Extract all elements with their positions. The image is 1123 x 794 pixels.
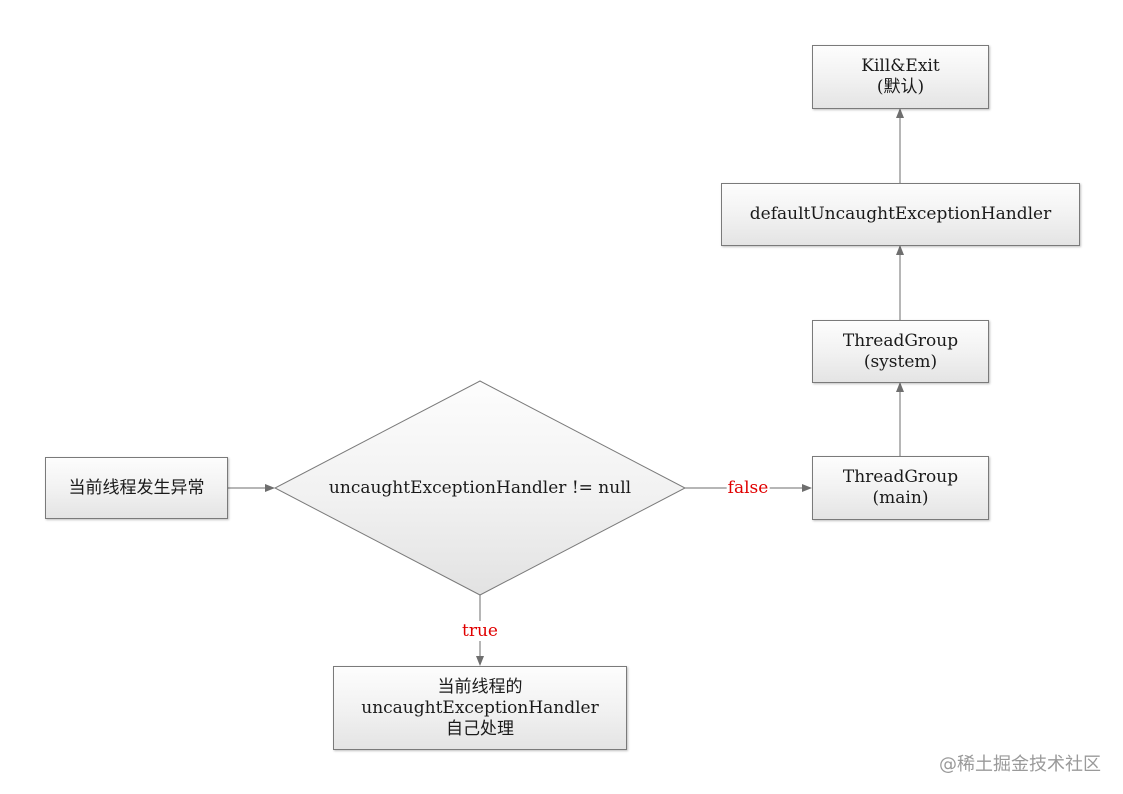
self-handle-line-3: 自己处理 (446, 718, 514, 739)
threadgroup-system-line-1: ThreadGroup (842, 330, 959, 351)
true-edge-label: true (461, 621, 499, 641)
threadgroup-main-node: ThreadGroup (main) (812, 456, 989, 520)
kill-exit-line-2: (默认) (876, 77, 925, 97)
kill-exit-node: Kill&Exit (默认) (812, 45, 989, 109)
threadgroup-main-line-2: (main) (872, 488, 929, 508)
false-edge-label: false (726, 478, 770, 498)
start-node-label: 当前线程发生异常 (68, 477, 205, 498)
start-node: 当前线程发生异常 (45, 457, 228, 519)
self-handle-line-1: 当前线程的 (437, 676, 523, 697)
decision-label: uncaughtExceptionHandler != null (328, 478, 632, 498)
threadgroup-system-node: ThreadGroup (system) (812, 320, 989, 383)
threadgroup-system-line-2: (system) (863, 351, 938, 372)
self-handle-node: 当前线程的 uncaughtExceptionHandler 自己处理 (333, 666, 627, 750)
threadgroup-main-line-1: ThreadGroup (842, 467, 959, 487)
kill-exit-line-1: Kill&Exit (861, 56, 940, 76)
default-handler-node: defaultUncaughtExceptionHandler (721, 183, 1080, 246)
self-handle-line-2: uncaughtExceptionHandler (361, 697, 599, 718)
watermark-text: @稀土掘金技术社区 (939, 754, 1101, 775)
default-handler-label: defaultUncaughtExceptionHandler (749, 204, 1052, 224)
